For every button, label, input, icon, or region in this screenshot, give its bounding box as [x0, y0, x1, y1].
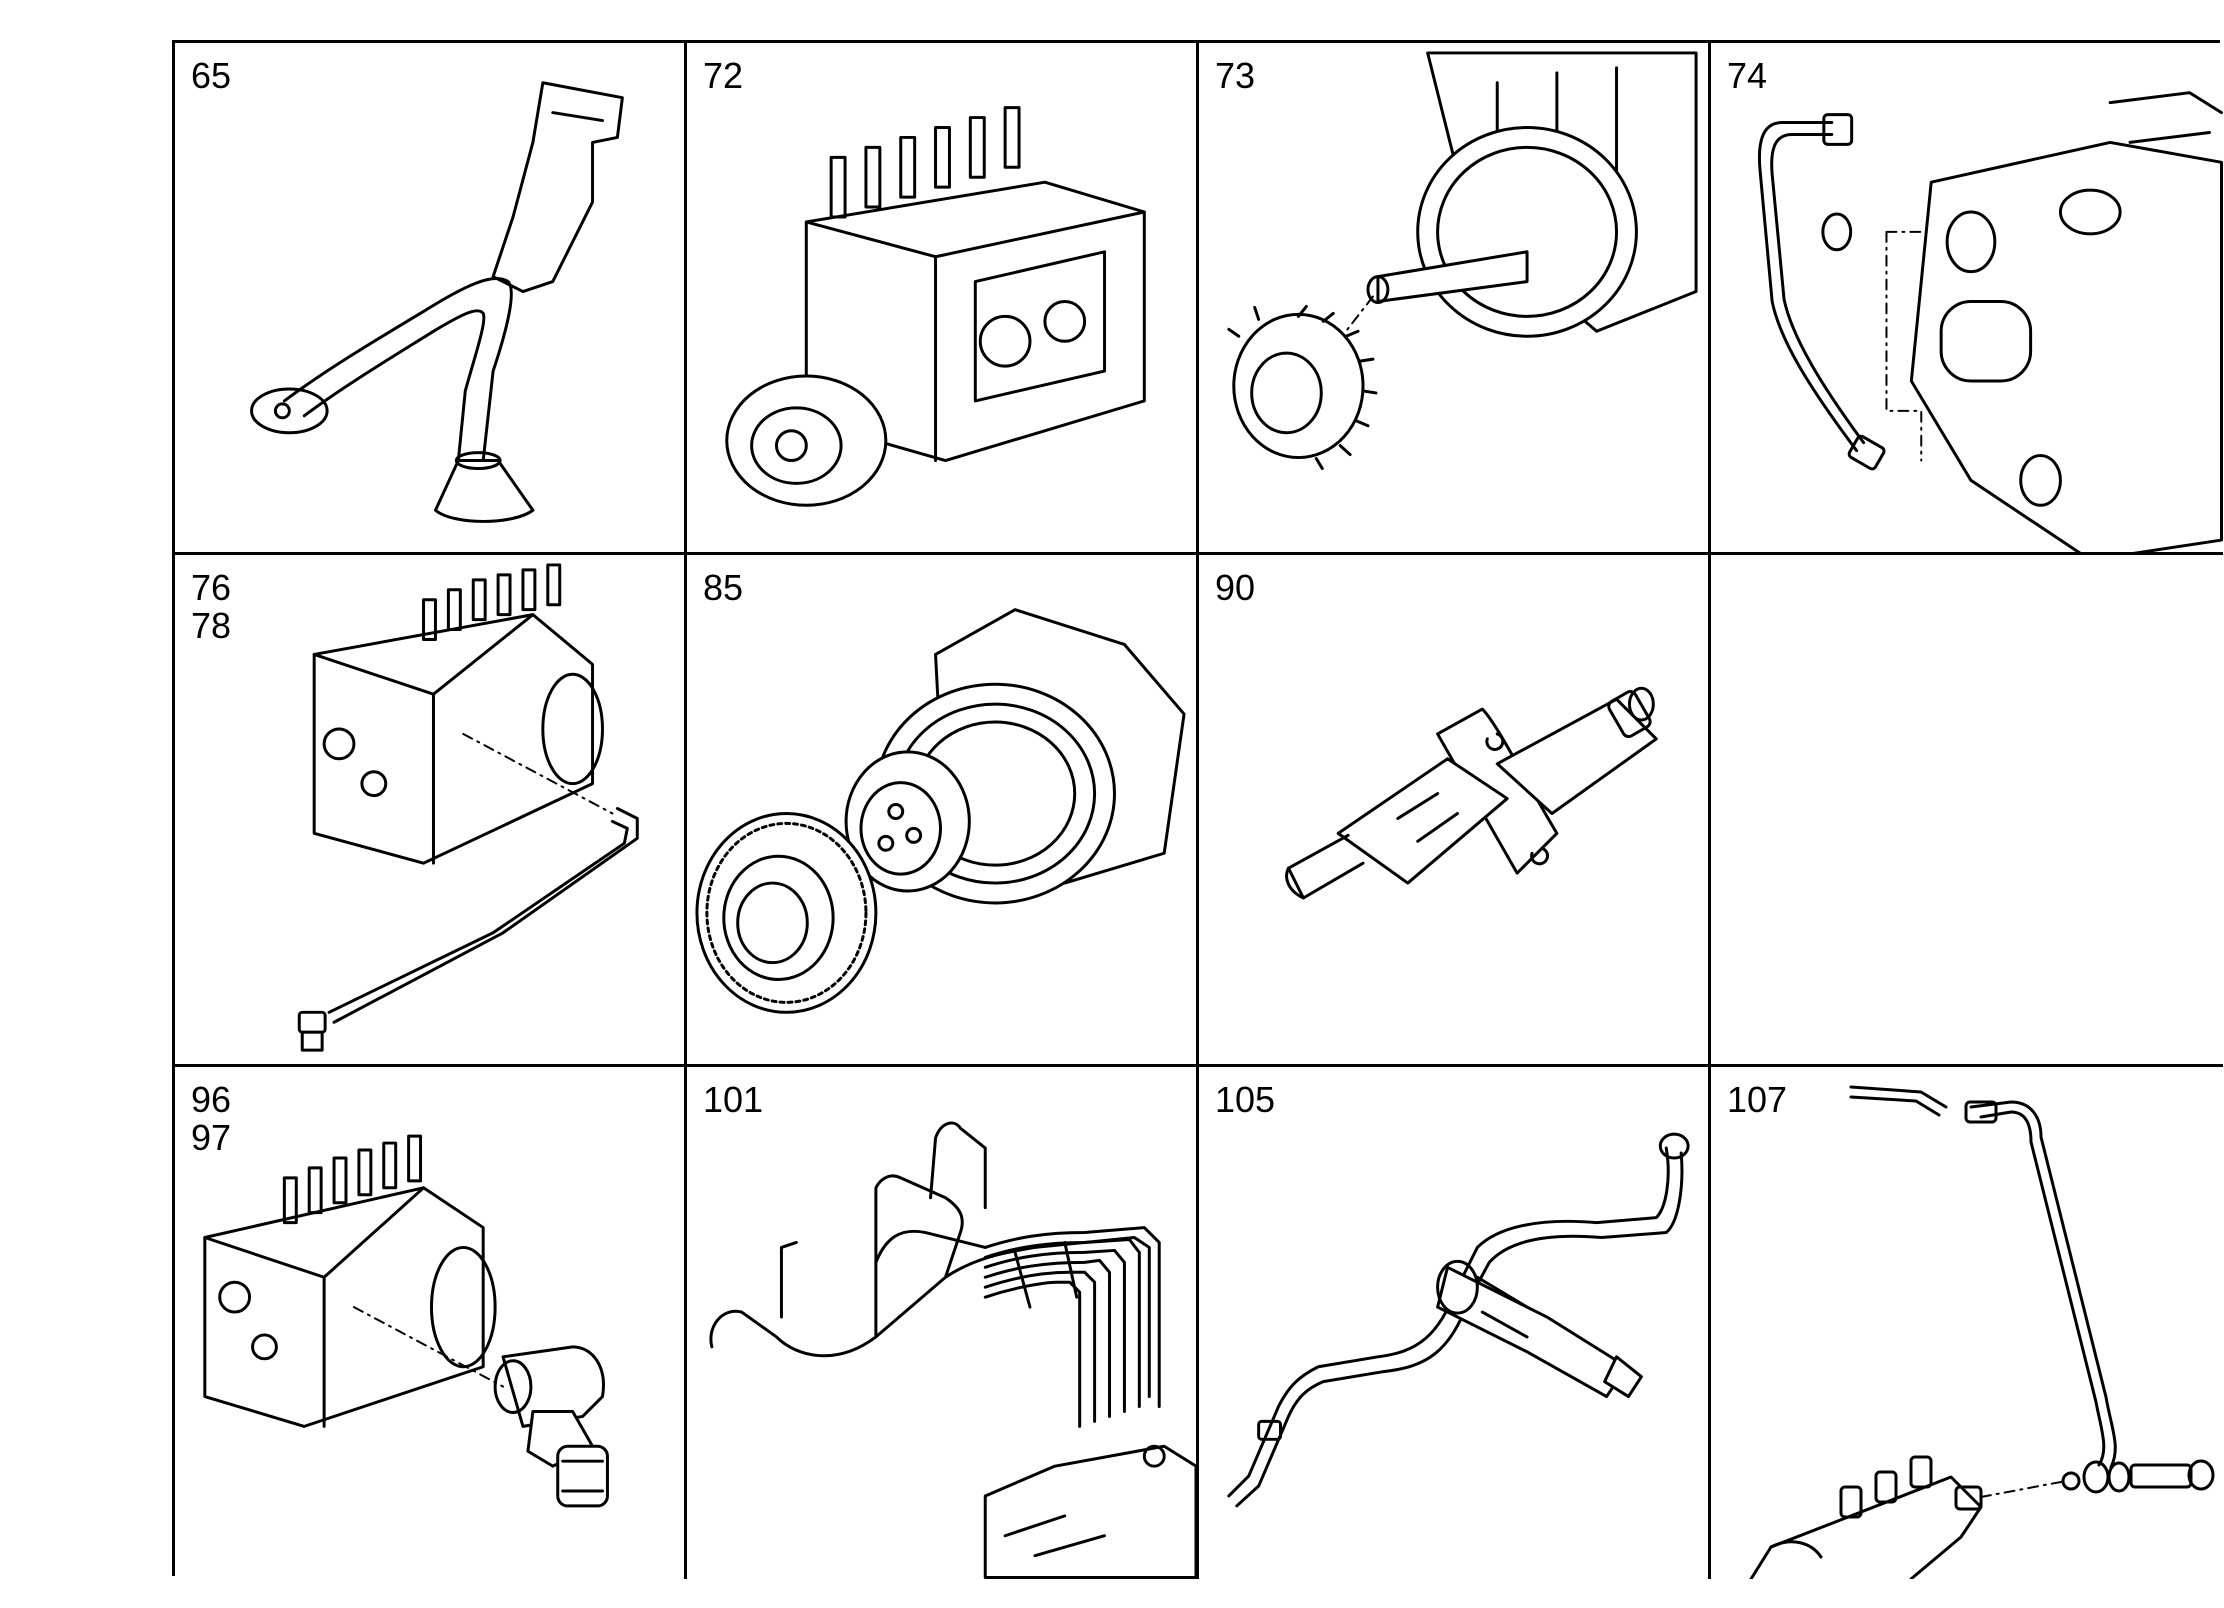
overflow-valve-icon [203, 1134, 609, 1508]
part-number-label: 74 [1727, 55, 1768, 96]
oil-strainer-pipe-icon [250, 81, 624, 523]
pump-feed-pipe-icon [297, 563, 639, 1052]
part-number-label: 107 [1727, 1079, 1788, 1120]
part-cell-empty [1711, 555, 2223, 1067]
part-cell-65[interactable]: 65 [175, 43, 687, 555]
part-number-label: 105 [1215, 1079, 1276, 1120]
part-cell-96-97[interactable]: 96 97 [175, 1067, 687, 1579]
part-cell-74[interactable]: 74 [1711, 43, 2223, 555]
part-number-label: 72 [703, 55, 744, 96]
part-number-label: 101 [703, 1079, 764, 1120]
nozzle-leak-pipe-icon [1227, 1132, 1690, 1508]
part-cell-76-78[interactable]: 76 78 [175, 555, 687, 1067]
injection-nozzle-icon [1285, 686, 1658, 900]
part-number-label: 73 [1215, 55, 1256, 96]
part-cell-85[interactable]: 85 [687, 555, 1199, 1067]
part-number-label: 76 78 [191, 567, 232, 646]
injection-pump-assembly-icon [725, 106, 1146, 507]
pump-pipe-fitting-icon [1757, 91, 2223, 552]
part-number-label: 65 [191, 55, 232, 96]
part-number-label: 85 [703, 567, 744, 608]
parts-index-grid: 65 72 [172, 40, 2223, 1579]
part-cell-101[interactable]: 101 [687, 1067, 1199, 1579]
part-number-label: 90 [1215, 567, 1256, 608]
part-cell-105[interactable]: 105 [1199, 1067, 1711, 1579]
fuel-return-pipe-icon [1749, 1085, 2215, 1579]
injection-pipes-icon [709, 1121, 1196, 1579]
pump-drive-gear-icon [1227, 51, 1698, 470]
part-cell-90[interactable]: 90 [1199, 555, 1711, 1067]
part-cell-72[interactable]: 72 [687, 43, 1199, 555]
part-cell-107[interactable]: 107 [1711, 1067, 2223, 1579]
part-number-label: 96 97 [191, 1079, 232, 1158]
pump-timer-gear-icon [695, 608, 1186, 1014]
part-cell-73[interactable]: 73 [1199, 43, 1711, 555]
